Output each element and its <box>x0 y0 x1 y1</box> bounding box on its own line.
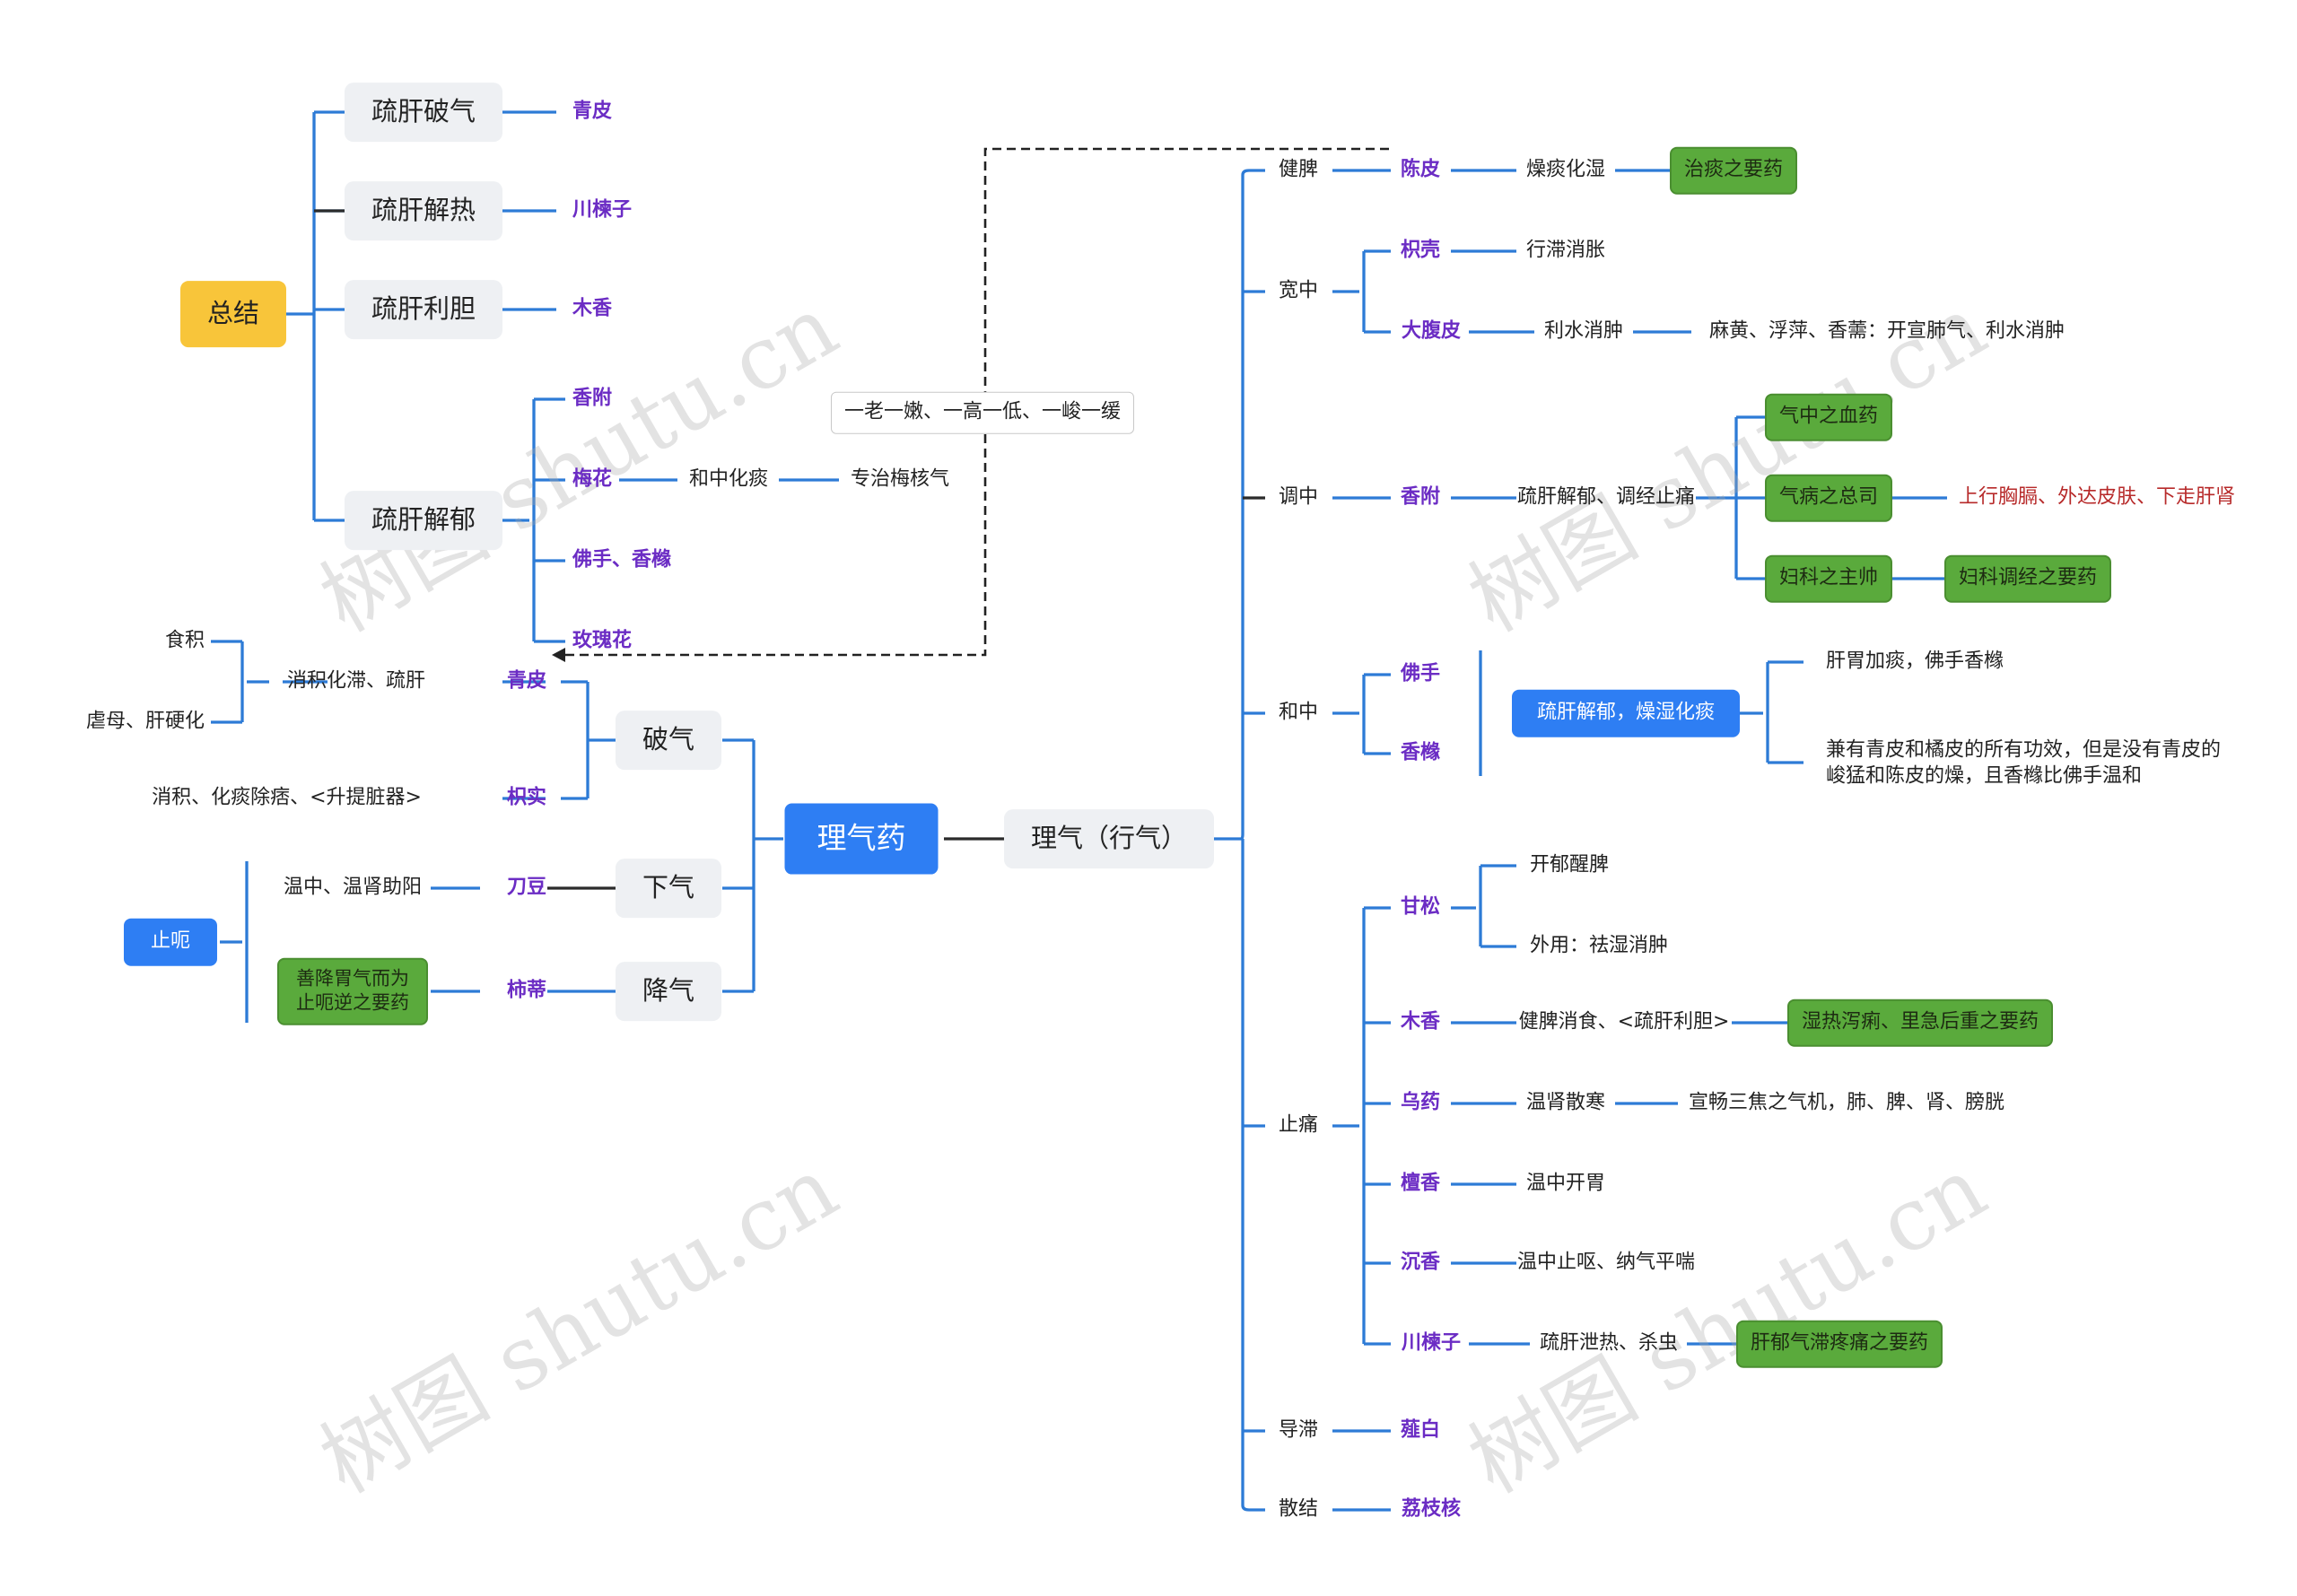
topic-zhie[interactable]: 止呃 <box>123 918 218 966</box>
effect-node[interactable]: 专治梅核气 <box>851 467 950 491</box>
note-green[interactable]: 肝郁气滞疼痛之要药 <box>1735 1320 1943 1368</box>
effect-node[interactable]: 开郁醒脾 <box>1530 853 1610 876</box>
note-line: 峻猛和陈皮的燥，且香橼比佛手温和 <box>1826 764 2143 787</box>
herb-gansong[interactable]: 甘松 <box>1400 895 1441 919</box>
topic-jiangqi[interactable]: 降气 <box>615 962 722 1021</box>
herb-lizhihe[interactable]: 荔枝核 <box>1401 1497 1462 1521</box>
effect-blue[interactable]: 疏肝解郁，燥湿化痰 <box>1511 689 1741 737</box>
herb-daodou[interactable]: 刀豆 <box>506 876 547 899</box>
topic-jianpi[interactable]: 健脾 <box>1278 158 1319 181</box>
effect-node[interactable]: 温中、温肾助阳 <box>283 876 422 899</box>
topic-tiaozhong[interactable]: 调中 <box>1278 485 1319 509</box>
note-green[interactable]: 气病之总司 <box>1764 474 1893 522</box>
effect-node[interactable]: 健脾消食、<疏肝利胆> <box>1518 1010 1730 1033</box>
note-green[interactable]: 妇科之主帅 <box>1764 554 1893 603</box>
topic-poqi[interactable]: 破气 <box>615 711 722 770</box>
effect-node[interactable]: 消积化滞、疏肝 <box>286 669 426 693</box>
herb-qingpi[interactable]: 青皮 <box>506 669 547 693</box>
effect-text: 善降胃气而为止呃逆之要药 <box>296 967 409 1014</box>
effect-node[interactable]: 利水消肿 <box>1543 319 1624 343</box>
herb-tanxiang[interactable]: 檀香 <box>1400 1172 1441 1195</box>
effect-node[interactable]: 燥痰化湿 <box>1525 158 1606 181</box>
dashed-link-note[interactable]: 一老一嫩、一高一低、一峻一缓 <box>830 391 1135 434</box>
note-node[interactable]: 食积 <box>164 629 205 652</box>
herb-shidi[interactable]: 柿蒂 <box>506 979 547 1002</box>
effect-node[interactable]: 疏肝解郁、调经止痛 <box>1516 485 1696 509</box>
topic-sanjie[interactable]: 散结 <box>1278 1497 1319 1521</box>
topic-zhitong[interactable]: 止痛 <box>1278 1113 1319 1137</box>
herb-label[interactable]: 梅花 <box>572 467 613 491</box>
summary-branch[interactable]: 疏肝解郁 <box>344 491 503 550</box>
herb-label[interactable]: 玫瑰花 <box>572 629 633 652</box>
note-red[interactable]: 上行胸膈、外达皮肤、下走肝肾 <box>1959 485 2236 509</box>
note-node[interactable]: 麻黄、浮萍、香薷：开宣肺气、利水消肿 <box>1709 319 2066 343</box>
herb-xiangfu[interactable]: 香附 <box>1400 485 1441 509</box>
herb-xiangyuan[interactable]: 香橼 <box>1400 741 1441 764</box>
summary-branch[interactable]: 疏肝解热 <box>344 181 503 240</box>
effect-node[interactable]: 疏肝泄热、杀虫 <box>1539 1331 1679 1355</box>
effect-node[interactable]: 行滞消胀 <box>1525 239 1606 262</box>
herb-label[interactable]: 川楝子 <box>572 198 633 222</box>
note-node[interactable]: 虐母、肝硬化 <box>85 710 205 733</box>
summary-branch[interactable]: 疏肝破气 <box>344 83 503 142</box>
effect-node[interactable]: 温中开胃 <box>1525 1172 1606 1195</box>
effect-node[interactable]: 外用：祛湿消肿 <box>1530 934 1669 957</box>
effect-green[interactable]: 善降胃气而为止呃逆之要药 <box>277 957 428 1025</box>
herb-label[interactable]: 香附 <box>572 387 613 410</box>
topic-liqi-xingqi[interactable]: 理气（行气） <box>1003 809 1215 868</box>
note-line: 兼有青皮和橘皮的所有功效，但是没有青皮的 <box>1826 738 2222 762</box>
herb-chuanlianzi[interactable]: 川楝子 <box>1401 1331 1462 1355</box>
herb-chenpi[interactable]: 陈皮 <box>1400 158 1441 181</box>
herb-zhishi[interactable]: 枳实 <box>506 786 547 809</box>
effect-node[interactable]: 消积、化痰除痞、<升提脏器> <box>152 786 422 809</box>
note-green[interactable]: 妇科调经之要药 <box>1943 554 2112 603</box>
root-node[interactable]: 理气药 <box>784 803 939 875</box>
herb-muxiang[interactable]: 木香 <box>1400 1010 1441 1033</box>
topic-xiaqi[interactable]: 下气 <box>615 859 722 918</box>
herb-label[interactable]: 佛手、香橼 <box>572 548 672 571</box>
effect-node[interactable]: 温中止呕、纳气平喘 <box>1516 1251 1696 1274</box>
topic-daozhi[interactable]: 导滞 <box>1278 1418 1319 1442</box>
effect-node[interactable]: 和中化痰 <box>688 467 769 491</box>
herb-dafupi[interactable]: 大腹皮 <box>1401 319 1462 343</box>
summary-branch[interactable]: 疏肝利胆 <box>344 280 503 339</box>
herb-xiebai[interactable]: 薤白 <box>1400 1418 1441 1442</box>
topic-kuanzhong[interactable]: 宽中 <box>1278 279 1319 302</box>
summary-node[interactable]: 总结 <box>179 281 287 347</box>
herb-label[interactable]: 木香 <box>572 297 613 320</box>
herb-label[interactable]: 青皮 <box>572 100 613 123</box>
note-green[interactable]: 气中之血药 <box>1764 393 1893 441</box>
note-node[interactable]: 宣畅三焦之气机，肺、脾、肾、膀胱 <box>1689 1091 2005 1114</box>
note-node[interactable]: 兼有青皮和橘皮的所有功效，但是没有青皮的 峻猛和陈皮的燥，且香橼比佛手温和 <box>1826 737 2221 789</box>
herb-wuyao[interactable]: 乌药 <box>1400 1091 1441 1114</box>
topic-hezhong[interactable]: 和中 <box>1278 701 1319 724</box>
effect-node[interactable]: 温肾散寒 <box>1525 1091 1606 1114</box>
note-node[interactable]: 肝胃加痰，佛手香橼 <box>1826 650 2004 673</box>
note-green[interactable]: 湿热泻痢、里急后重之要药 <box>1786 999 2054 1047</box>
herb-foshou[interactable]: 佛手 <box>1400 662 1441 685</box>
note-green[interactable]: 治痰之要药 <box>1669 146 1798 195</box>
herb-chenxiang[interactable]: 沉香 <box>1400 1251 1441 1274</box>
herb-zhiqiao[interactable]: 枳壳 <box>1400 239 1441 262</box>
